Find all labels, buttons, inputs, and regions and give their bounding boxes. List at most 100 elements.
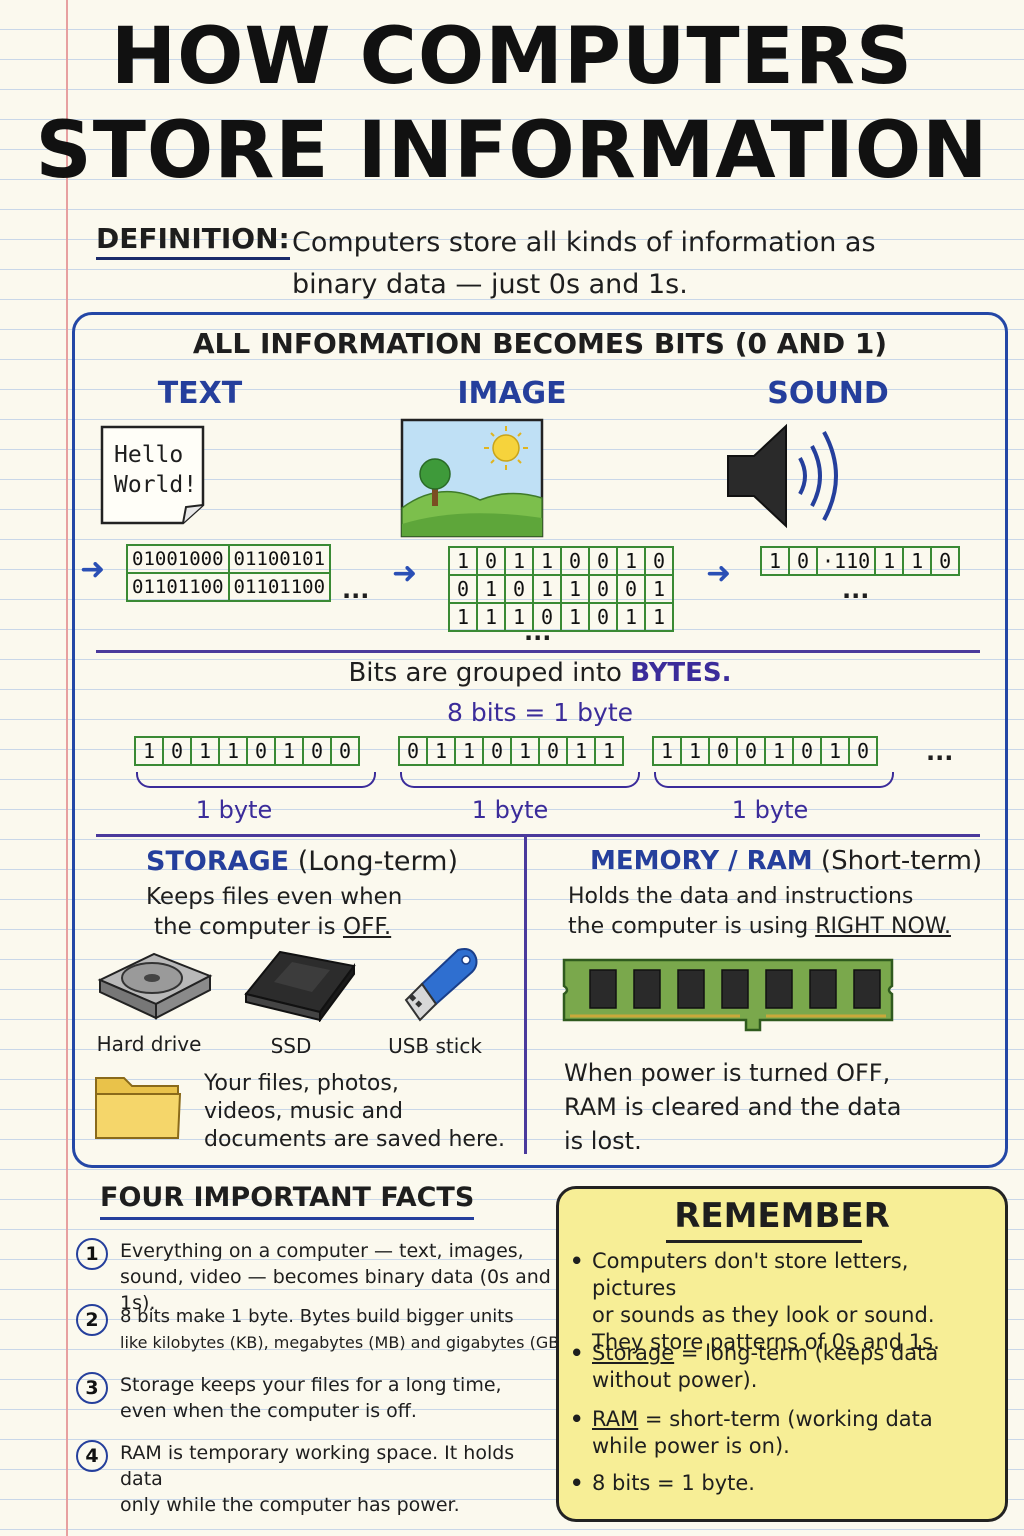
note-line-1: Hello [114,442,184,468]
bullet-dot: • [570,1407,584,1431]
fact-number: 4 [76,1440,108,1472]
grid-cell: 0 [246,736,276,766]
bytes-highlight: BYTES. [630,658,732,688]
grid-cell: 0 [788,546,818,576]
grid-cell: 1 [764,736,794,766]
grid-cell: 0 [504,574,534,604]
memory-subtitle: (Short-term) [820,846,983,876]
fact-line: RAM is temporary working space. It holds… [120,1442,515,1490]
remember-line: They store patterns of 0s and 1s. [592,1330,940,1354]
grid-cell: 1 [426,736,456,766]
byte-brace [654,772,894,788]
speaker-icon [724,420,854,532]
arrow-icon: ➜ [80,552,106,587]
grid-cell: 0 [930,546,961,576]
grid-cell: 1 [190,736,220,766]
remember-line: Computers don't store letters, pictures [592,1249,909,1300]
grid-cell: 1 [448,546,478,576]
main-diagram-box [72,312,1008,1168]
remember-text: Storage = long-term (keeps data without … [592,1340,990,1394]
page-title: HOW COMPUTERS STORE INFORMATION [0,10,1024,198]
memory-right-now: RIGHT NOW. [815,914,951,939]
grid-cell: 1 [760,546,790,576]
grid-cell: 0 [538,736,568,766]
device-label: USB stick [388,1034,482,1058]
grid-cell: 0 [736,736,766,766]
grid-cell: 0 [588,602,618,632]
bullet-dot: • [570,1471,584,1495]
note-paper-icon [100,425,205,525]
definition-label: DEFINITION: [96,222,290,260]
byte-brace [400,772,640,788]
grid-cell: 1 [454,736,484,766]
remember-line: without power). [592,1368,758,1392]
bits-equation: 8 bits = 1 byte [446,698,634,727]
image-heading: IMAGE [457,376,567,411]
remember-bullet: • Storage = long-term (keeps data withou… [570,1340,990,1394]
note-text: Hello World! [114,440,197,500]
grid-cell: 1 [476,574,506,604]
grid-cell: 1 [504,602,534,632]
fact-item: 1 Everything on a computer — text, image… [76,1238,556,1316]
fact-item: 2 8 bits make 1 byte. Bytes build bigger… [76,1304,571,1356]
remember-text: Computers don't store letters, pictures … [592,1248,990,1356]
fact-number: 3 [76,1372,108,1404]
fact-item: 3 Storage keeps your files for a long ti… [76,1372,556,1424]
grid-cell: 0 [330,736,360,766]
storage-desc-text: the computer is [154,914,336,940]
grid-cell: 1 [560,602,590,632]
grid-cell: 1 [532,574,562,604]
grid-cell: 1 [644,602,674,632]
grid-cell: 1 [560,574,590,604]
fact-text: Storage keeps your files for a long time… [120,1372,556,1424]
grid-cell: 0 [848,736,878,766]
bullet-dot: • [570,1249,584,1273]
ssd-icon [240,946,358,1024]
memory-desc-line-1: Holds the data and instructions [568,884,914,909]
remember-line: or sounds as they look or sound. [592,1303,935,1327]
title-line-2: STORE INFORMATION [35,106,989,196]
text-binary-grid: 01001000 01100101 01101100 01101100 [126,544,332,602]
grid-cell: 0 [302,736,332,766]
bullet-dot: • [570,1341,584,1365]
text-heading: TEXT [157,376,243,411]
image-ellipsis: ... [524,618,552,646]
bytes-text-start: Bits are grouped into [348,658,622,688]
remember-title: REMEMBER [674,1196,890,1236]
landscape-image-icon [400,418,544,538]
section-divider [96,834,980,837]
grid-cell: 1 [874,546,905,576]
grid-cell: 0 [560,546,590,576]
grid-cell: 1 [594,736,624,766]
grid-cell: 0 [644,546,674,576]
grid-cell: 0 [162,736,192,766]
grid-cell: 0 [482,736,512,766]
arrow-icon: ➜ [706,556,732,591]
byte-label: 1 byte [471,796,549,824]
storage-title: STORAGE (Long-term) [146,846,458,877]
grid-cell: 0 [448,574,478,604]
remember-bullet: • RAM = short-term (working data while p… [570,1406,990,1460]
hard-drive-icon [96,946,214,1022]
grid-cell: 1 [566,736,596,766]
storage-description: Keeps files even when the computer is OF… [146,882,402,942]
ram-stick-icon [560,956,896,1036]
byte-label: 1 byte [731,796,809,824]
grid-cell: 0 [588,546,618,576]
byte-label: 1 byte [195,796,273,824]
arrow-icon: ➜ [392,556,418,591]
folder-icon [92,1068,184,1142]
text-ellipsis: ... [342,576,370,604]
grid-cell: 0 [532,602,562,632]
remember-text: 8 bits = 1 byte. [592,1471,755,1495]
byte-brace [136,772,376,788]
grid-cell: 0 [792,736,822,766]
memory-title: MEMORY / RAM (Short-term) [590,846,982,876]
